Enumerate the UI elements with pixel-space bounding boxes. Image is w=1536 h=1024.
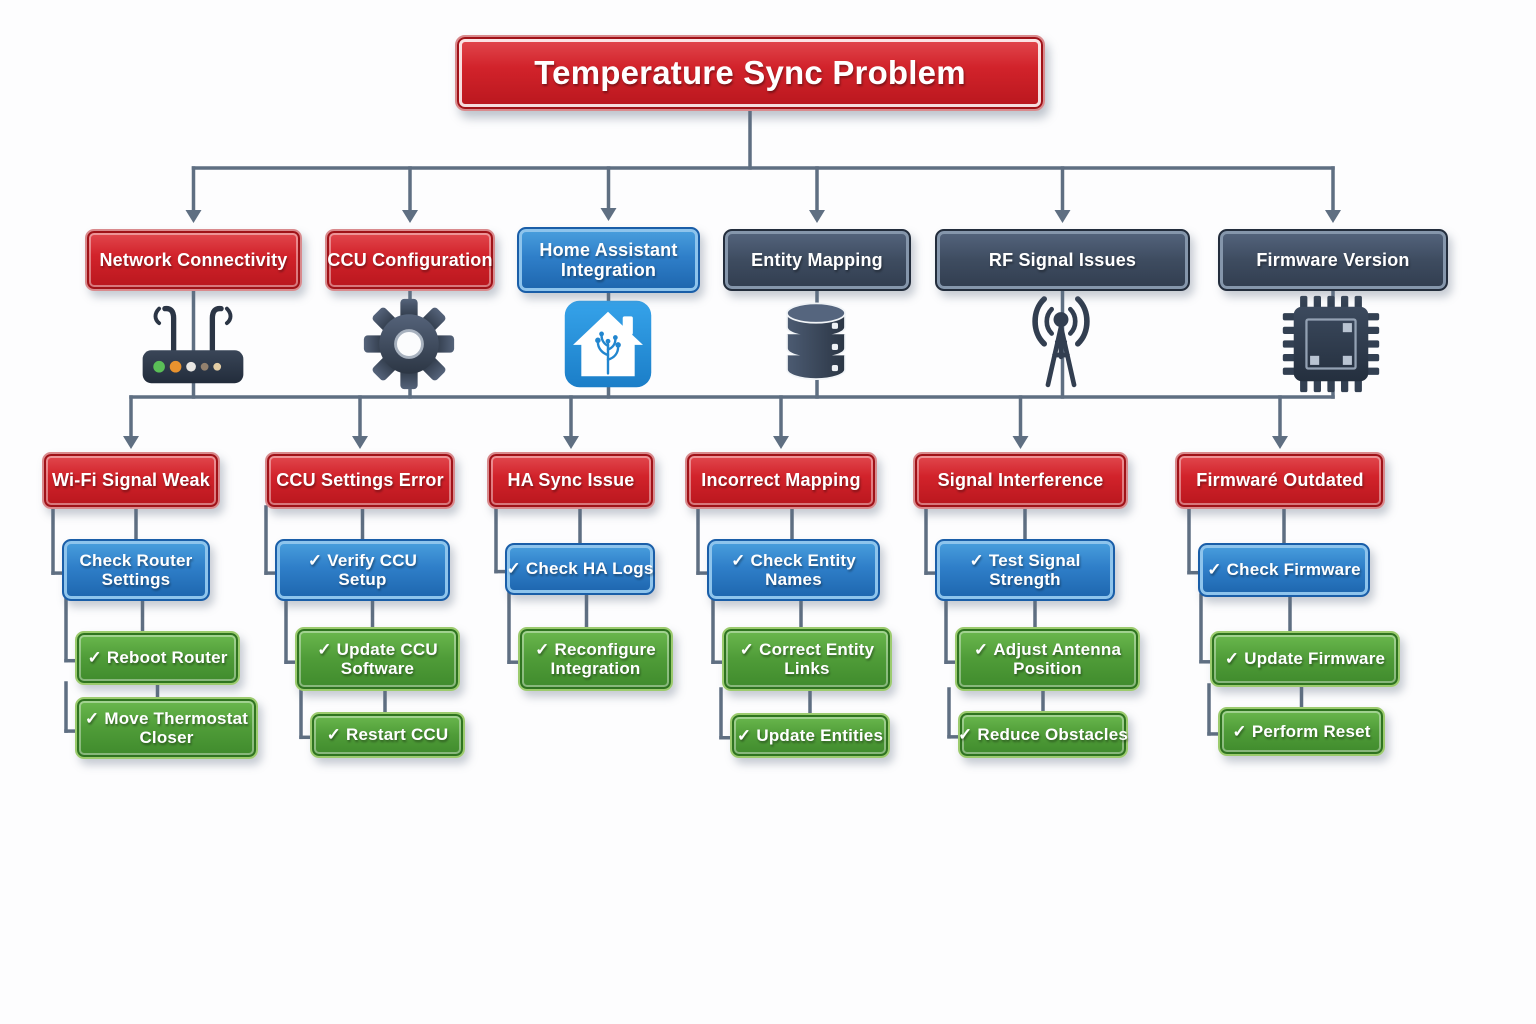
check-icon: ✓: [731, 550, 746, 570]
check-icon: ✓: [535, 639, 550, 659]
gear-icon: [361, 296, 457, 397]
action-box-check-router-settings: Check Router Settings: [62, 539, 210, 601]
category-box-network-connectivity: Network Connectivity: [85, 229, 302, 291]
antenna-icon: [1005, 288, 1117, 399]
page-title: Temperature Sync Problem: [455, 35, 1045, 111]
home-assistant-icon: [562, 298, 654, 395]
category-box-entity-mapping: Entity Mapping: [723, 229, 911, 291]
step-box-update-entities: ✓Update Entities: [730, 713, 890, 758]
check-icon: ✓: [1232, 721, 1247, 741]
step-box-reduce-obstacles: ✓Reduce Obstacles: [958, 711, 1128, 758]
check-icon: ✓: [317, 639, 332, 659]
action-box-check-firmware: ✓Check Firmware: [1198, 543, 1370, 597]
issue-box-ha-sync-issue: HA Sync Issue: [487, 452, 655, 509]
step-box-adjust-antenna-position: ✓Adjust Antenna Position: [955, 627, 1140, 691]
check-icon: ✓: [1207, 560, 1222, 580]
check-icon: ✓: [87, 648, 102, 668]
check-icon: ✓: [307, 550, 323, 570]
action-box-verify-ccu-setup: ✓Verify CCU Setup: [275, 539, 450, 601]
check-icon: ✓: [973, 639, 989, 659]
step-box-reboot-router: ✓Reboot Router: [75, 631, 240, 685]
action-box-check-entity-names: ✓Check Entity Names: [707, 539, 880, 601]
step-box-move-thermostat-closer: ✓Move Thermostat Closer: [75, 697, 258, 759]
check-icon: ✓: [326, 725, 342, 745]
issue-box-ccu-settings-error: CCU Settings Error: [265, 452, 455, 509]
router-icon: [128, 297, 258, 394]
step-box-correct-entity-links: ✓Correct Entity Links: [722, 627, 892, 691]
action-box-check-ha-logs: ✓Check HA Logs: [505, 543, 655, 595]
issue-box-signal-interference: Signal Interference: [913, 452, 1128, 509]
action-box-test-signal-strength: ✓Test Signal Strength: [935, 539, 1115, 601]
check-icon: ✓: [969, 550, 984, 570]
step-box-update-ccu-software: ✓Update CCU Software: [295, 627, 460, 691]
step-box-restart-ccu: ✓Restart CCU: [310, 712, 465, 758]
check-icon: ✓: [506, 559, 521, 579]
category-box-home-assistant-integration: Home Assistant Integration: [517, 227, 700, 293]
database-icon: [772, 296, 860, 395]
check-icon: ✓: [736, 725, 752, 745]
step-box-perform-reset: ✓Perform Reset: [1218, 707, 1385, 756]
issue-box-wifi-signal-weak: Wi-Fi Signal Weak: [42, 452, 220, 509]
check-icon: ✓: [1224, 649, 1240, 669]
chip-icon: [1281, 294, 1381, 399]
issue-box-incorrect-mapping: Incorrect Mapping: [685, 452, 877, 509]
check-icon: ✓: [739, 639, 755, 659]
step-box-reconfigure-integration: ✓Reconfigure Integration: [518, 627, 673, 691]
step-box-update-firmware: ✓Update Firmware: [1210, 631, 1400, 687]
category-box-ccu-configuration: CCU Configuration: [325, 229, 495, 291]
check-icon: ✓: [84, 708, 100, 728]
category-box-rf-signal-issues: RF Signal Issues: [935, 229, 1190, 291]
check-icon: ✓: [957, 724, 973, 744]
issue-box-firmware-outdated: Firmwaré Outdated: [1175, 452, 1385, 509]
category-box-firmware-version: Firmware Version: [1218, 229, 1448, 291]
